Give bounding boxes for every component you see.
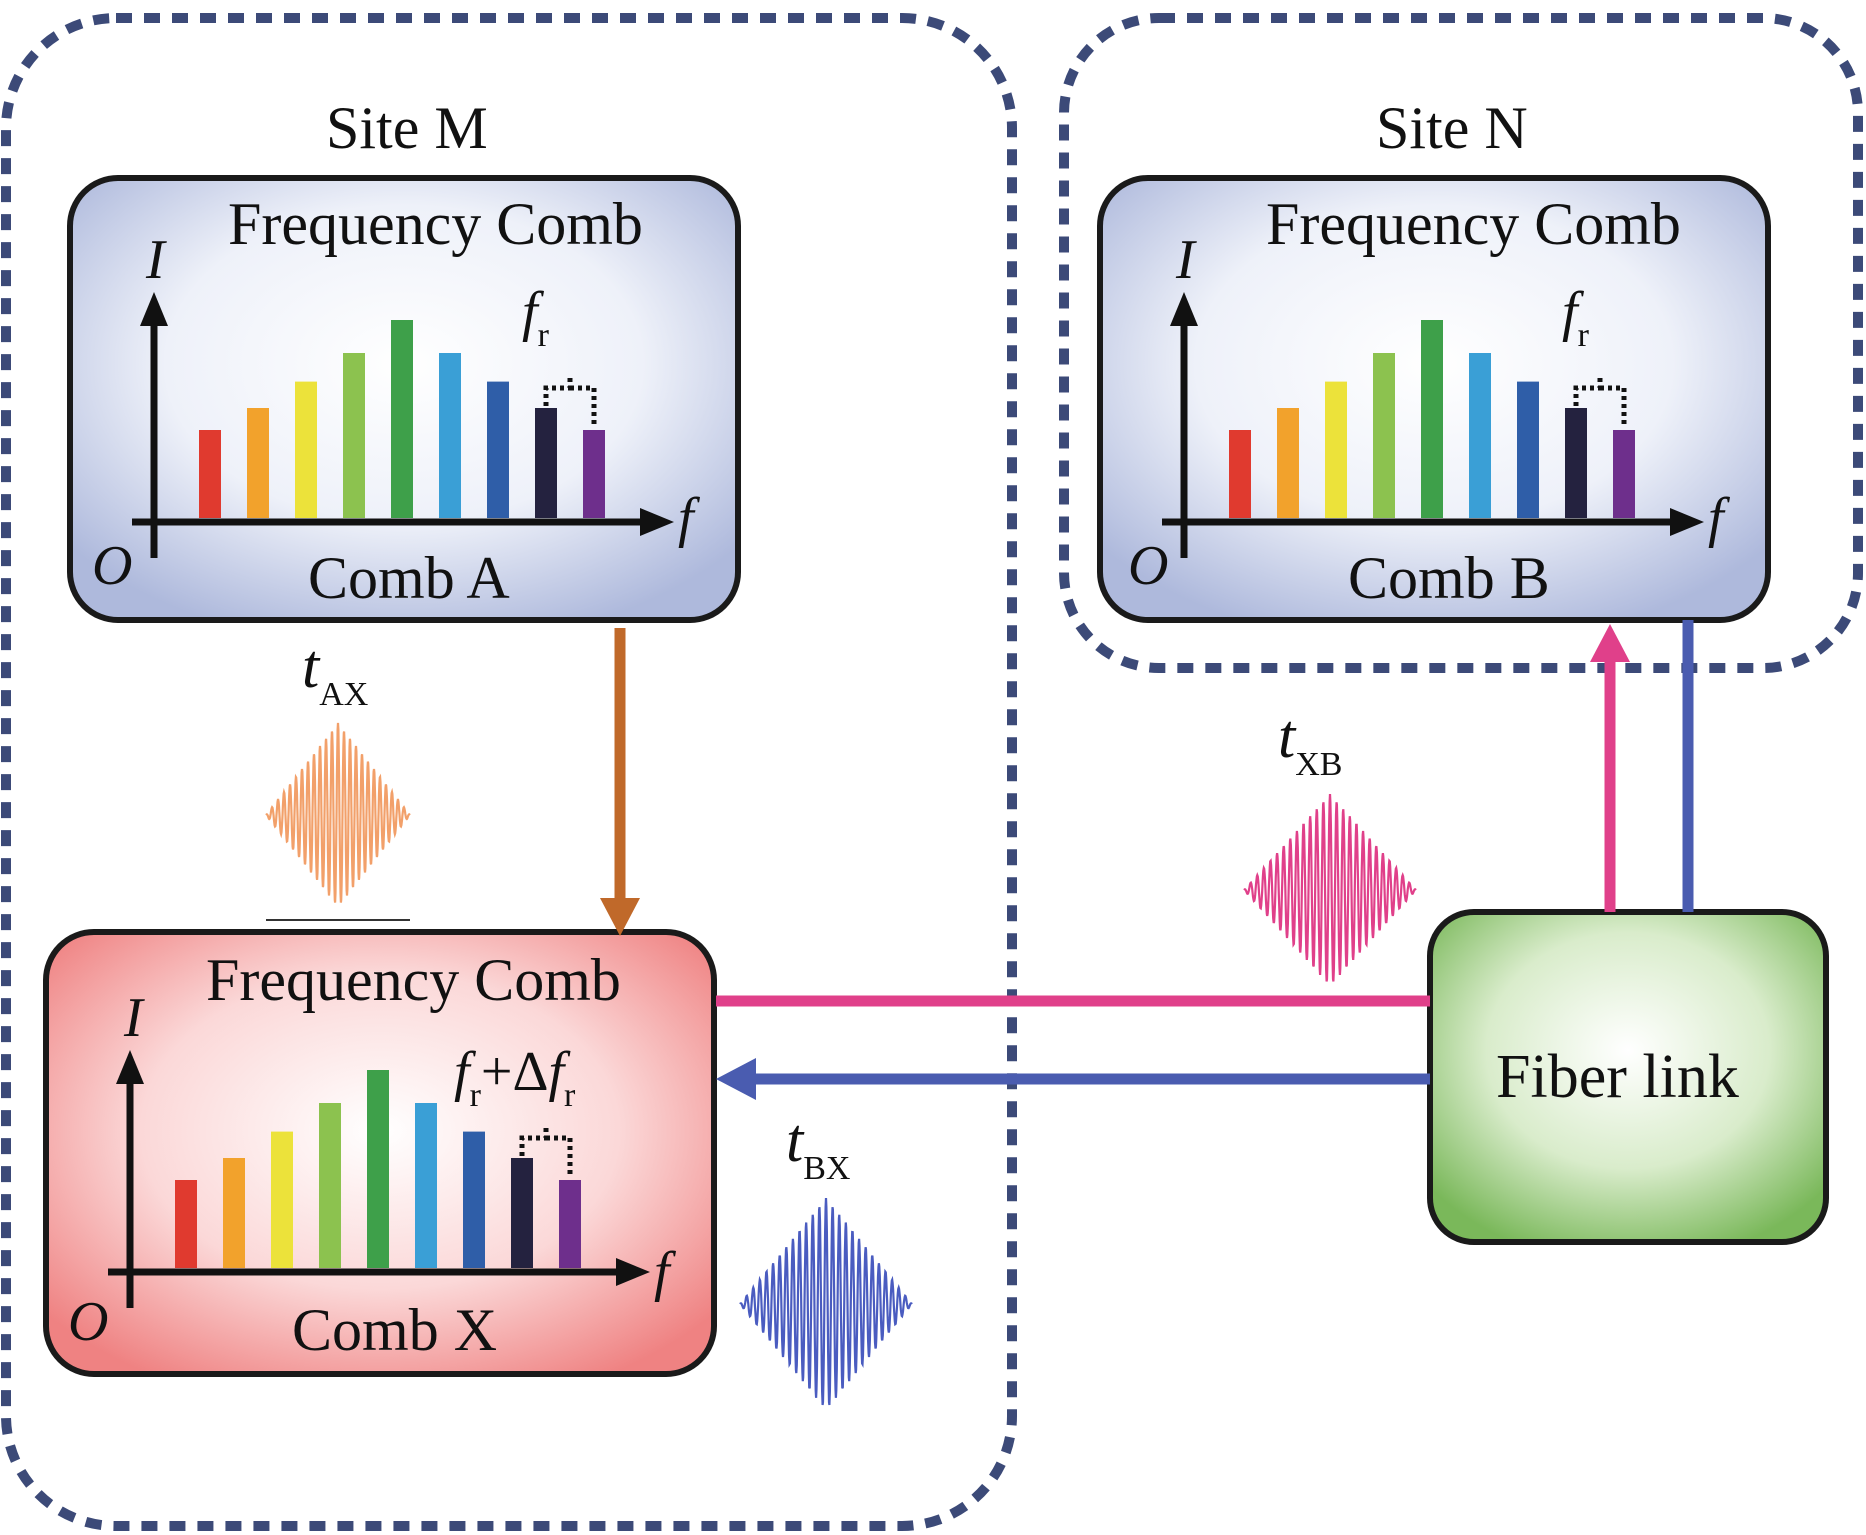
site-m-label: Site M bbox=[326, 95, 488, 161]
comb-a-comb-line-6 bbox=[439, 353, 461, 518]
comb-b-comb-line-8 bbox=[1565, 408, 1587, 518]
comb-b-origin-label: O bbox=[1128, 535, 1169, 597]
comb-b-spacing-label: fr bbox=[1562, 281, 1589, 354]
comb-x-comb-line-1 bbox=[175, 1180, 197, 1268]
comb-a-x-axis-arrow bbox=[640, 508, 674, 536]
comb-x-spacing-label: fr+Δfr bbox=[454, 1041, 576, 1114]
comb-x-y-axis-label: I bbox=[124, 987, 143, 1049]
arrow-fiber-to-b-head bbox=[1590, 624, 1630, 662]
comb-a-spectrum bbox=[132, 292, 674, 558]
delay-bx-label: tBX bbox=[786, 1107, 851, 1187]
comb-a-comb-line-2 bbox=[247, 408, 269, 518]
comb-b-x-axis-label: f bbox=[1708, 487, 1724, 549]
comb-a-comb-line-9 bbox=[583, 430, 605, 518]
delay-xb-label: tXB bbox=[1278, 703, 1343, 783]
comb-x-comb-line-5 bbox=[367, 1070, 389, 1268]
comb-x-spectrum bbox=[108, 1050, 650, 1308]
comb-a-name: Comb A bbox=[308, 545, 510, 611]
comb-a-comb-line-3 bbox=[295, 381, 317, 518]
pulse-bx-icon bbox=[739, 1197, 913, 1406]
comb-b-comb-line-3 bbox=[1325, 381, 1347, 518]
comb-x-comb-line-6 bbox=[415, 1103, 437, 1268]
comb-x-y-axis-arrow bbox=[116, 1050, 144, 1084]
site-m-boundary bbox=[1, 13, 1017, 1531]
comb-b-comb-line-7 bbox=[1517, 381, 1539, 518]
comb-x-comb-line-9 bbox=[559, 1180, 581, 1268]
comb-x-spacing-bracket bbox=[519, 1124, 573, 1178]
pulse-ax-icon bbox=[265, 722, 411, 903]
arrow-a-to-x-head bbox=[600, 898, 640, 936]
comb-a-origin-label: O bbox=[92, 535, 133, 597]
comb-a-comb-line-1 bbox=[199, 430, 221, 518]
comb-x-comb-line-4 bbox=[319, 1103, 341, 1268]
pulse-bx-wave bbox=[739, 1197, 913, 1406]
comb-a-comb-line-5 bbox=[391, 320, 413, 518]
comb-x-comb-line-7 bbox=[463, 1131, 485, 1268]
comb-b-y-axis-label: I bbox=[1176, 229, 1195, 291]
comb-x-origin-label: O bbox=[68, 1291, 109, 1353]
comb-a-y-axis-arrow bbox=[140, 292, 168, 326]
comb-b-spacing-bracket bbox=[1573, 374, 1627, 428]
comb-x-name: Comb X bbox=[292, 1297, 498, 1363]
comb-x-x-axis-label: f bbox=[654, 1241, 670, 1303]
comb-b-comb-line-9 bbox=[1613, 430, 1635, 518]
pulse-xb-wave bbox=[1243, 793, 1417, 982]
comb-a-comb-line-7 bbox=[487, 381, 509, 518]
delay-ax-label: tAX bbox=[302, 633, 369, 713]
comb-a-comb-line-4 bbox=[343, 353, 365, 518]
site-n-label: Site N bbox=[1376, 95, 1528, 161]
comb-a-spacing-bracket bbox=[543, 374, 597, 428]
comb-x-comb-line-8 bbox=[511, 1158, 533, 1268]
pulse-xb-icon bbox=[1243, 793, 1417, 982]
comb-x-comb-line-3 bbox=[271, 1131, 293, 1268]
arrow-fiber-to-x-head bbox=[716, 1058, 756, 1100]
fiber-link-label: Fiber link bbox=[1496, 1043, 1739, 1111]
pulse-ax-wave bbox=[265, 722, 411, 903]
comb-b-comb-line-1 bbox=[1229, 430, 1251, 518]
comb-x-comb-line-2 bbox=[223, 1158, 245, 1268]
comb-b-x-axis-arrow bbox=[1670, 508, 1704, 536]
comb-a-spacing-label: fr bbox=[522, 281, 549, 354]
comb-b-title: Frequency Comb bbox=[1266, 191, 1681, 257]
comb-b-name: Comb B bbox=[1348, 545, 1550, 611]
comb-b-y-axis-arrow bbox=[1170, 292, 1198, 326]
comb-a-y-axis-label: I bbox=[146, 229, 165, 291]
comb-x-x-axis-arrow bbox=[616, 1258, 650, 1286]
comb-a-title: Frequency Comb bbox=[228, 191, 643, 257]
comb-b-comb-line-6 bbox=[1469, 353, 1491, 518]
comb-b-comb-line-5 bbox=[1421, 320, 1443, 518]
comb-a-x-axis-label: f bbox=[678, 487, 694, 549]
comb-x-title: Frequency Comb bbox=[206, 947, 621, 1013]
comb-b-comb-line-2 bbox=[1277, 408, 1299, 518]
comb-a-comb-line-8 bbox=[535, 408, 557, 518]
site-n-boundary bbox=[1059, 13, 1863, 673]
comb-b-comb-line-4 bbox=[1373, 353, 1395, 518]
comb-b-spectrum bbox=[1162, 292, 1704, 558]
